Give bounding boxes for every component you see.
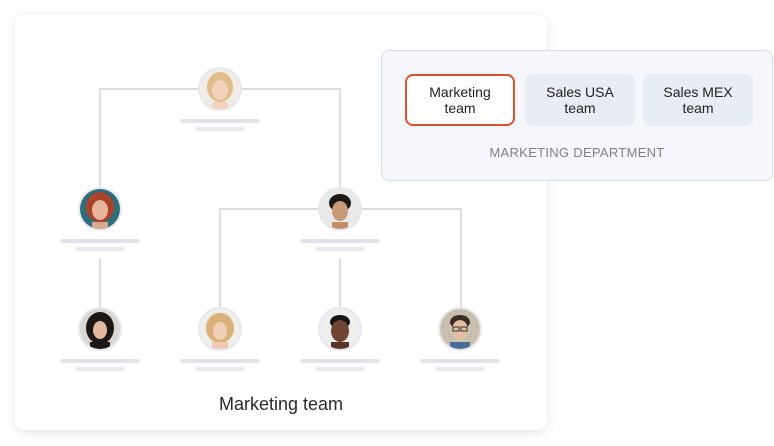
man-glasses-avatar: [440, 309, 480, 349]
name-placeholder: [180, 359, 260, 363]
avatar-member-1[interactable]: [80, 309, 120, 349]
man-dark-hair-avatar: [320, 189, 360, 229]
tab-label: Sales USA team: [546, 84, 614, 116]
department-label: MARKETING DEPARTMENT: [489, 145, 665, 160]
avatar-member-3[interactable]: [320, 309, 360, 349]
woman-blonde-curly-avatar: [200, 309, 240, 349]
chart-title: Marketing team: [218, 394, 344, 414]
tab-sales-mex-team[interactable]: Sales MEX team: [643, 74, 753, 126]
name-placeholder: [180, 119, 260, 123]
avatar-left-manager[interactable]: [80, 189, 120, 229]
name-placeholder: [60, 239, 140, 243]
name-placeholder: [420, 359, 500, 363]
tab-label: Marketing team: [429, 84, 491, 116]
name-placeholder: [60, 359, 140, 363]
name-placeholder: [300, 359, 380, 363]
role-placeholder: [75, 367, 125, 371]
avatar-member-4[interactable]: [440, 309, 480, 349]
role-placeholder: [435, 367, 485, 371]
woman-dark-curly-avatar: [80, 309, 120, 349]
role-placeholder: [75, 247, 125, 251]
org-connectors: [99, 88, 462, 309]
role-placeholder: [195, 367, 245, 371]
tab-marketing-team[interactable]: Marketing team: [405, 74, 515, 126]
avatar-member-2[interactable]: [200, 309, 240, 349]
man-smiling-avatar: [320, 309, 360, 349]
name-placeholder: [300, 239, 380, 243]
woman-redhead-avatar: [80, 189, 120, 229]
tab-sales-usa-team[interactable]: Sales USA team: [525, 74, 635, 126]
role-placeholder: [315, 367, 365, 371]
tab-label: Sales MEX team: [663, 84, 733, 116]
woman-blonde-avatar: [200, 69, 240, 109]
role-placeholder: [195, 127, 245, 131]
avatar-right-manager[interactable]: [320, 189, 360, 229]
avatar-head[interactable]: [200, 69, 240, 109]
team-selector-panel: Marketing team Sales USA team Sales MEX …: [381, 50, 773, 181]
role-placeholder: [315, 247, 365, 251]
